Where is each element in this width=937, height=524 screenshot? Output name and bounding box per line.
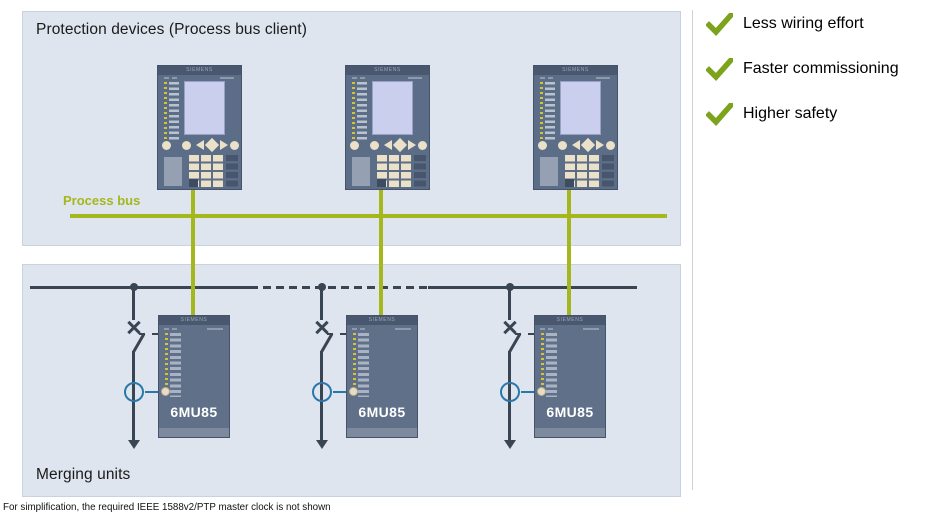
merging-unit-1: SIEMENS 6MU85 [158, 315, 230, 438]
dark-key [377, 179, 386, 187]
led-labels [357, 82, 367, 140]
side-keys [602, 155, 614, 187]
protection-device-1: SIEMENS [157, 65, 242, 190]
led-labels [169, 82, 179, 140]
siemens-logo: SIEMENS [346, 66, 429, 75]
arrow-left-icon [384, 140, 392, 150]
protection-device-2: SIEMENS [345, 65, 430, 190]
process-bus-line [70, 214, 667, 218]
mu-input-port [161, 387, 170, 396]
current-transformer-icon [124, 382, 144, 402]
merging-unit-model: 6MU85 [546, 404, 594, 420]
usb-panel [540, 157, 558, 186]
process-bus-drop-2 [379, 190, 383, 315]
current-transformer-icon [312, 382, 332, 402]
breaker-link-dashed [515, 333, 534, 335]
feeder-arrow-icon [128, 440, 140, 449]
siemens-logo: SIEMENS [158, 66, 241, 75]
protection-devices-title: Protection devices (Process bus client) [36, 21, 307, 38]
arrow-right-icon [220, 140, 228, 150]
footnote-text: For simplification, the required IEEE 15… [3, 502, 331, 513]
led-column [541, 333, 544, 397]
siemens-logo: SIEMENS [159, 316, 229, 325]
terminal-block [358, 333, 369, 397]
process-bus-drop-1 [191, 190, 195, 315]
checkmark-icon [706, 12, 733, 36]
benefit-label: Less wiring effort [743, 15, 864, 32]
arrow-right-icon [408, 140, 416, 150]
led-column [164, 82, 167, 140]
benefit-label: Higher safety [743, 105, 838, 122]
merging-unit-2: SIEMENS 6MU85 [346, 315, 418, 438]
busbar-solid-right [428, 286, 637, 289]
function-key [230, 141, 239, 150]
busbar-dashed [250, 286, 428, 289]
ct-connection-line [333, 391, 349, 393]
terminal-block [546, 333, 557, 397]
checkmark-icon [706, 57, 733, 81]
function-key [162, 141, 171, 150]
merging-unit-model: 6MU85 [358, 404, 406, 420]
function-key [350, 141, 359, 150]
siemens-logo: SIEMENS [347, 316, 417, 325]
merging-units-title: Merging units [36, 466, 131, 483]
protection-device-3: SIEMENS [533, 65, 618, 190]
side-keys [226, 155, 238, 187]
process-bus-drop-3 [567, 190, 571, 315]
breaker-link-dashed [139, 333, 158, 335]
arrow-left-icon [572, 140, 580, 150]
function-key [558, 141, 567, 150]
usb-panel [164, 157, 182, 186]
benefit-item-3: Higher safety [706, 101, 837, 127]
process-bus-label: Process bus [63, 193, 141, 208]
device-display [372, 81, 413, 135]
ct-connection-line [521, 391, 537, 393]
benefit-item-1: Less wiring effort [706, 11, 864, 37]
feeder-arrow-icon [504, 440, 516, 449]
siemens-logo: SIEMENS [535, 316, 605, 325]
led-column [540, 82, 543, 140]
led-column [352, 82, 355, 140]
led-column [353, 333, 356, 397]
function-key [538, 141, 547, 150]
function-key [182, 141, 191, 150]
function-key [418, 141, 427, 150]
mu-input-port [537, 387, 546, 396]
feeder-arrow-icon [316, 440, 328, 449]
dark-key [565, 179, 574, 187]
side-keys [414, 155, 426, 187]
ct-connection-line [145, 391, 161, 393]
function-key [370, 141, 379, 150]
mu-input-port [349, 387, 358, 396]
dark-key [189, 179, 198, 187]
vertical-divider [692, 10, 693, 490]
current-transformer-icon [500, 382, 520, 402]
function-key [606, 141, 615, 150]
led-column [165, 333, 168, 397]
siemens-logo: SIEMENS [534, 66, 617, 75]
enter-key [580, 137, 596, 153]
checkmark-icon [706, 102, 733, 126]
led-labels [545, 82, 555, 140]
terminal-block [170, 333, 181, 397]
busbar-solid-left [30, 286, 250, 289]
merging-unit-model: 6MU85 [170, 404, 218, 420]
benefit-label: Faster commissioning [743, 60, 899, 77]
enter-key [204, 137, 220, 153]
arrow-left-icon [196, 140, 204, 150]
breaker-link-dashed [327, 333, 346, 335]
arrow-right-icon [596, 140, 604, 150]
device-display [184, 81, 225, 135]
device-display [560, 81, 601, 135]
enter-key [392, 137, 408, 153]
merging-unit-3: SIEMENS 6MU85 [534, 315, 606, 438]
benefit-item-2: Faster commissioning [706, 56, 899, 82]
usb-panel [352, 157, 370, 186]
